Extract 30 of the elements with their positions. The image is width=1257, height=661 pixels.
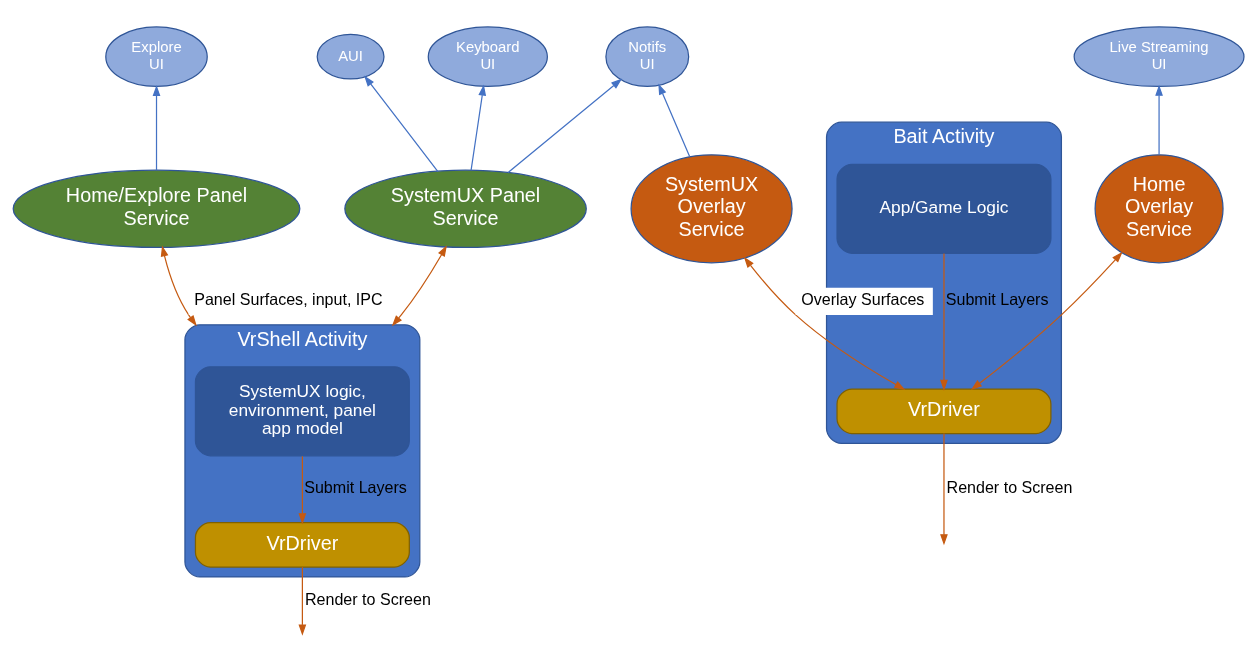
node-ellipse: AUI (316, 33, 385, 80)
edge-label: Submit Layers (304, 477, 407, 496)
node-ellipse: Home/Explore Panel Service (12, 169, 301, 248)
edge-label: Submit Layers (945, 289, 1049, 308)
arrow (743, 256, 906, 390)
arrow (364, 74, 439, 172)
node-box: App/Game Logic (836, 163, 1052, 254)
edge-label: Render to Screen (946, 477, 1073, 496)
arrow (658, 83, 691, 157)
arrow (160, 244, 197, 326)
arrow (298, 455, 307, 524)
node-box: VrDriver (836, 387, 1052, 434)
edge-label: Render to Screen (304, 589, 431, 608)
node-ellipse: SystemUX Overlay Service (630, 153, 793, 263)
node-ellipse: SystemUX Panel Service (344, 169, 587, 248)
edge-label: Panel Surfaces, input, IPC (194, 289, 383, 308)
node-box: SystemUX logic, environment, panel app model (194, 365, 410, 456)
node-ellipse: Keyboard UI (427, 25, 548, 87)
arrow (940, 432, 948, 545)
arrow (970, 251, 1123, 390)
arrow (298, 566, 307, 636)
arrow (470, 84, 487, 171)
node-ellipse: Live Streaming UI (1073, 25, 1245, 87)
arrow (1155, 84, 1163, 155)
arrow (152, 84, 161, 171)
arrow (391, 244, 447, 326)
node-ellipse: Explore UI (105, 25, 208, 87)
arrow (940, 252, 948, 391)
arrow (507, 78, 623, 173)
node-box: VrDriver (194, 521, 410, 568)
